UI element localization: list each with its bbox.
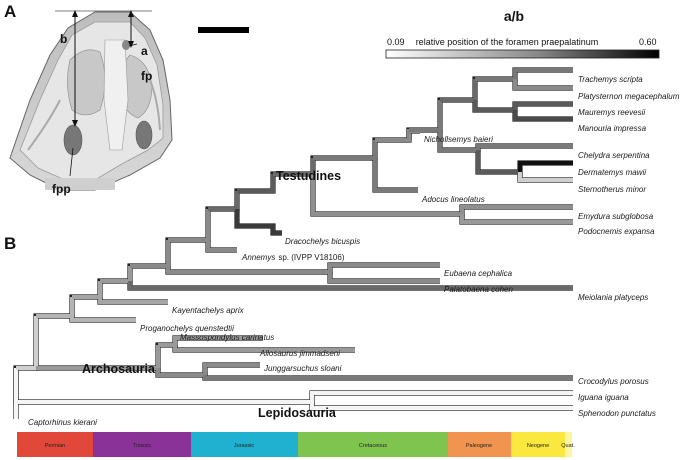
skull-figure	[0, 0, 173, 195]
label-b: b	[60, 32, 67, 46]
taxon-21: Crocodylus porosus	[578, 377, 649, 386]
taxon-23: Sphenodon punctatus	[578, 409, 656, 418]
clade-lepidosauria: Lepidosauria	[258, 406, 337, 420]
fp-pointer	[128, 43, 138, 47]
legend-max: 0.60	[639, 37, 657, 47]
period-quaternary	[565, 432, 572, 457]
taxon-5: Chelydra serpentina	[578, 151, 650, 160]
measure-b-arrow-bottom	[72, 120, 78, 127]
taxon-12-specimen: sp. (IVPP V18106)	[278, 253, 344, 262]
fpp-pointer	[69, 147, 74, 177]
period-neogene	[511, 432, 565, 457]
measure-b-arrow-top	[72, 10, 78, 17]
taxon-2: Mauremys reevesii	[578, 108, 645, 117]
taxon-11: Dracochelys bicuspis	[285, 237, 360, 246]
taxon-13: Eubaena cephalica	[444, 269, 513, 278]
period-label-triassic: Triassic	[133, 443, 152, 449]
geologic-timescale: Permian Triassic Jurassic Cretaceous Pal…	[17, 432, 575, 457]
period-label-quaternary: Quat.	[561, 443, 575, 449]
tree-branches	[14, 68, 573, 419]
panel-b-label: B	[4, 234, 16, 253]
taxon-12-genus: Annemys	[241, 253, 275, 262]
taxon-7: Sternotherus minor	[578, 185, 646, 194]
taxon-22: Iguana iguana	[578, 393, 629, 402]
legend-gradient-bar	[385, 49, 660, 59]
label-fpp: fpp	[52, 182, 71, 196]
clade-testudines: Testudines	[276, 169, 341, 183]
period-label-paleogene: Paleogene	[466, 443, 492, 449]
taxon-19: Allosaurus jimmadseni	[259, 349, 340, 358]
taxon-3: Manouria impressa	[578, 124, 647, 133]
measure-a-arrow-top	[128, 10, 134, 17]
period-label-permian: Permian	[45, 443, 65, 449]
period-label-jurassic: Jurassic	[234, 443, 254, 449]
label-a: a	[141, 44, 148, 58]
taxon-16: Kayentachelys aprix	[172, 306, 245, 315]
taxon-10: Podocnemis expansa	[578, 227, 655, 236]
taxon-24: Captorhinus kierani	[28, 418, 97, 427]
period-cretaceous	[298, 432, 448, 457]
period-permian	[17, 432, 93, 457]
period-label-neogene: Neogene	[527, 443, 549, 449]
period-triassic	[93, 432, 191, 457]
period-paleogene	[448, 432, 511, 457]
measure-a-arrow-bottom	[128, 41, 134, 48]
taxon-14: Palatobaena cohen	[444, 285, 514, 294]
taxon-15: Meiolania platyceps	[578, 293, 648, 302]
label-fp: fp	[141, 69, 152, 83]
taxon-0: Trachemys scripta	[578, 75, 643, 84]
period-label-cretaceous: Cretaceous	[359, 443, 387, 449]
period-jurassic	[191, 432, 298, 457]
taxon-4: Nichollsemys baieri	[424, 135, 493, 144]
taxon-1: Platysternon megacephalum	[578, 92, 680, 101]
legend-caption: relative position of the foramen praepal…	[416, 37, 599, 47]
panel-a-label: A	[4, 2, 16, 21]
taxon-8: Adocus lineolatus	[421, 195, 485, 204]
taxon-9: Emydura subglobosa	[578, 212, 654, 221]
taxon-17: Proganochelys quenstedtii	[140, 324, 234, 333]
legend-min: 0.09	[387, 37, 405, 47]
scale-bar	[198, 27, 249, 33]
taxon-6: Dermatemys mawii	[578, 168, 646, 177]
taxon-18: Massospondylus carinatus	[180, 333, 274, 342]
taxon-20: Junggarsuchus sloani	[263, 364, 342, 373]
legend-title: a/b	[504, 8, 524, 24]
clade-archosauria: Archosauria	[82, 362, 156, 376]
